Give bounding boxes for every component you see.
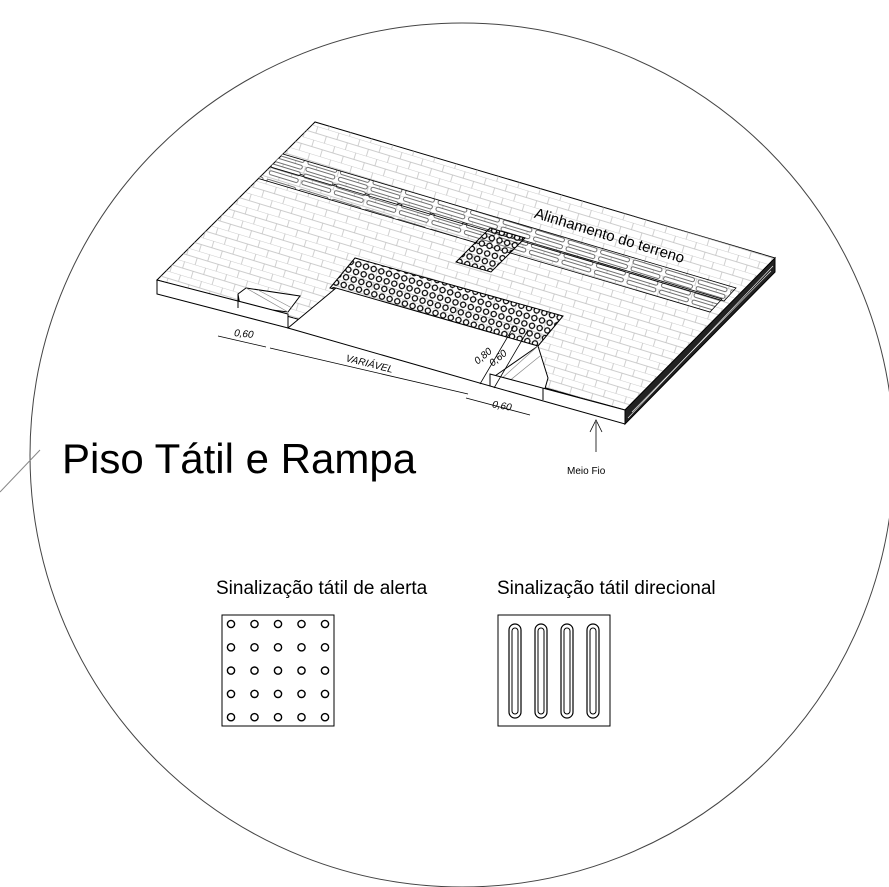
alert-dot xyxy=(250,666,259,675)
leader-line xyxy=(0,449,41,493)
alert-dot xyxy=(226,619,236,629)
alert-dot xyxy=(250,689,259,699)
alert-dot xyxy=(273,643,283,652)
directional-bar xyxy=(534,623,548,719)
curb-face xyxy=(156,279,289,329)
alert-dot xyxy=(320,712,330,722)
directional-tile-caption: Sinalização tátil direcional xyxy=(497,578,716,599)
alert-dot xyxy=(226,643,236,652)
alert-dot xyxy=(297,689,306,699)
alert-dot xyxy=(273,712,283,722)
alert-dot xyxy=(273,689,283,699)
alert-dot xyxy=(320,689,330,699)
alert-dot xyxy=(226,666,236,675)
alert-dot xyxy=(320,643,330,652)
tactile-crossing xyxy=(455,227,526,273)
alert-dot xyxy=(250,712,259,722)
alert-dot xyxy=(273,666,283,675)
alert-dot xyxy=(250,619,259,629)
frame-circle xyxy=(29,22,889,887)
alert-dot xyxy=(320,666,330,675)
directional-bar-inner xyxy=(563,627,571,715)
directional-bar-inner xyxy=(589,627,597,715)
directional-bar xyxy=(586,623,600,719)
alert-tile-caption: Sinalização tátil de alerta xyxy=(216,578,428,599)
directional-bar-inner xyxy=(537,627,545,715)
page-title: Piso Tátil e Rampa xyxy=(62,435,417,482)
alert-dot xyxy=(297,643,306,652)
alert-dot xyxy=(273,619,283,629)
alert-dot xyxy=(297,666,306,675)
alert-dot xyxy=(226,689,236,699)
slab-side xyxy=(624,256,776,426)
directional-tile-drawing xyxy=(497,614,611,727)
alert-dot xyxy=(320,619,330,629)
alert-dot xyxy=(297,619,306,629)
dimension-lines xyxy=(217,325,603,452)
directional-bar-inner xyxy=(511,627,519,715)
alert-tile-drawing xyxy=(221,614,335,727)
alert-dot xyxy=(250,643,259,652)
alert-dot xyxy=(297,712,306,722)
dim-ramp-left: 0,60 xyxy=(233,328,255,341)
sidewalk-isometric xyxy=(156,121,776,426)
curb-label: Meio Fio xyxy=(567,466,606,477)
directional-bar xyxy=(560,623,574,719)
alert-dot xyxy=(226,712,236,722)
directional-bar xyxy=(508,623,522,719)
